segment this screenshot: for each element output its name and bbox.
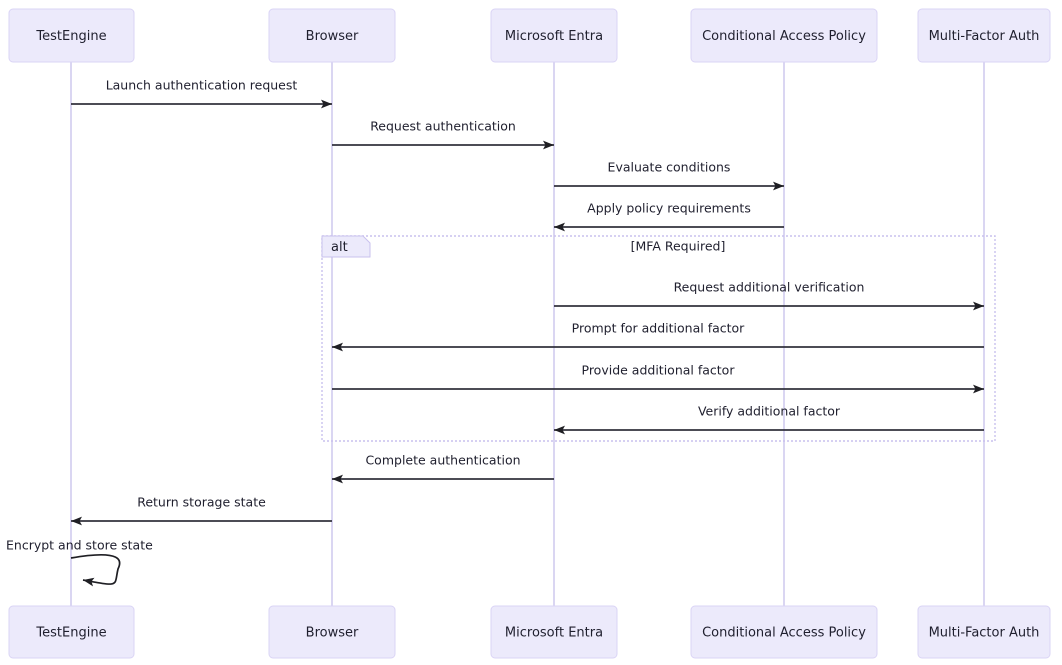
self-message-label: Encrypt and store state [6, 538, 153, 553]
actor-label-top-browser: Browser [306, 29, 359, 44]
actors-top-group: TestEngine Browser Microsoft Entra Conditio… [8, 8, 1051, 63]
message-label-m5: Request additional verification [674, 280, 865, 295]
actor-box-top-mfa[interactable] [917, 8, 1051, 63]
actor-box-top-entra[interactable] [490, 8, 618, 63]
actor-label-top-capolicy: Conditional Access Policy [702, 29, 866, 44]
actor-box-bottom-capolicy[interactable] [690, 605, 878, 659]
alt-block-tab [321, 235, 371, 258]
alt-block-group: alt [MFA Required] [321, 235, 996, 442]
actor-box-top-testengine[interactable] [8, 8, 135, 63]
actor-box-bottom-mfa[interactable] [917, 605, 1051, 659]
actor-label-bottom-capolicy: Conditional Access Policy [702, 626, 866, 641]
actors-bottom-group: TestEngine Browser Microsoft Entra Conditio… [8, 605, 1051, 659]
actor-box-top-capolicy[interactable] [690, 8, 878, 63]
message-label-m4: Apply policy requirements [587, 201, 751, 216]
message-label-m8: Verify additional factor [698, 404, 841, 419]
message-label-m1: Launch authentication request [106, 78, 298, 93]
actor-label-top-mfa: Multi-Factor Auth [929, 29, 1040, 44]
alt-block-keyword: alt [331, 240, 348, 255]
alt-block-frame [321, 235, 996, 442]
actor-box-bottom-browser[interactable] [268, 605, 396, 659]
message-label-m6: Prompt for additional factor [572, 321, 746, 336]
message-label-m7: Provide additional factor [582, 363, 736, 378]
actor-label-top-entra: Microsoft Entra [505, 29, 603, 44]
actor-box-bottom-testengine[interactable] [8, 605, 135, 659]
actor-label-top-testengine: TestEngine [35, 29, 106, 44]
actor-label-bottom-entra: Microsoft Entra [505, 626, 603, 641]
alt-block-condition: [MFA Required] [631, 239, 726, 254]
message-label-m10: Return storage state [137, 495, 266, 510]
actor-box-top-browser[interactable] [268, 8, 396, 63]
actor-label-bottom-testengine: TestEngine [35, 626, 106, 641]
message-label-m2: Request authentication [370, 119, 516, 134]
self-message-group: Encrypt and store state [6, 538, 153, 587]
message-label-m9: Complete authentication [365, 453, 520, 468]
message-label-m3: Evaluate conditions [608, 160, 731, 175]
actor-box-bottom-entra[interactable] [490, 605, 618, 659]
actor-label-bottom-mfa: Multi-Factor Auth [929, 626, 1040, 641]
lifelines-group [70, 62, 985, 606]
actor-label-bottom-browser: Browser [306, 626, 359, 641]
self-message-loop [70, 553, 121, 587]
